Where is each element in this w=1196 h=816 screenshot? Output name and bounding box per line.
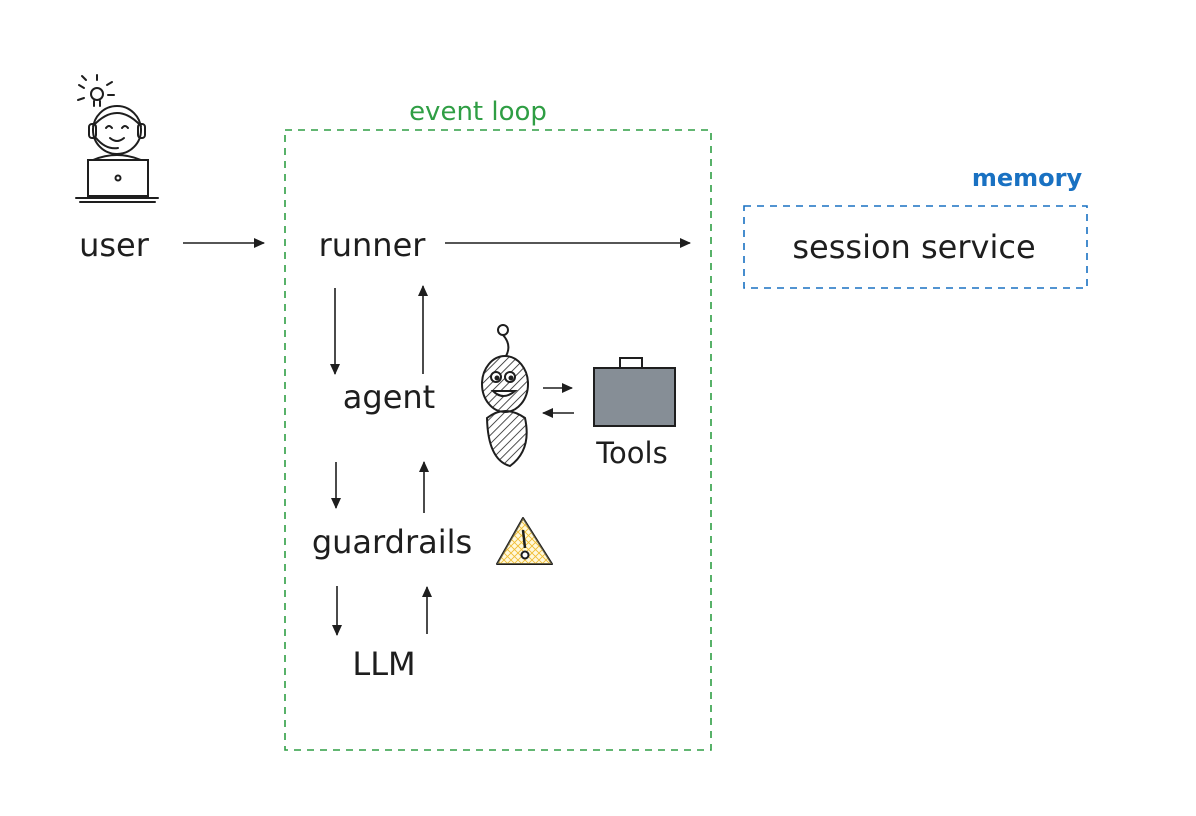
memory-boundary bbox=[743, 205, 1088, 289]
robot-agent-icon bbox=[481, 324, 529, 468]
runner-label: runner bbox=[319, 226, 427, 264]
user-label: user bbox=[79, 226, 150, 264]
toolbox-icon bbox=[593, 357, 676, 427]
llm-label: LLM bbox=[352, 645, 415, 683]
tools-label: Tools bbox=[595, 436, 667, 470]
memory-title: memory bbox=[972, 164, 1083, 192]
warning-icon bbox=[496, 517, 553, 565]
agent-label: agent bbox=[343, 378, 435, 416]
connectors bbox=[183, 238, 691, 636]
event-loop-title: event loop bbox=[409, 97, 547, 127]
guardrails-label: guardrails bbox=[312, 523, 472, 561]
session-service-label: session service bbox=[792, 228, 1035, 266]
event-loop-boundary bbox=[284, 129, 712, 751]
user-at-laptop-icon bbox=[75, 74, 159, 203]
